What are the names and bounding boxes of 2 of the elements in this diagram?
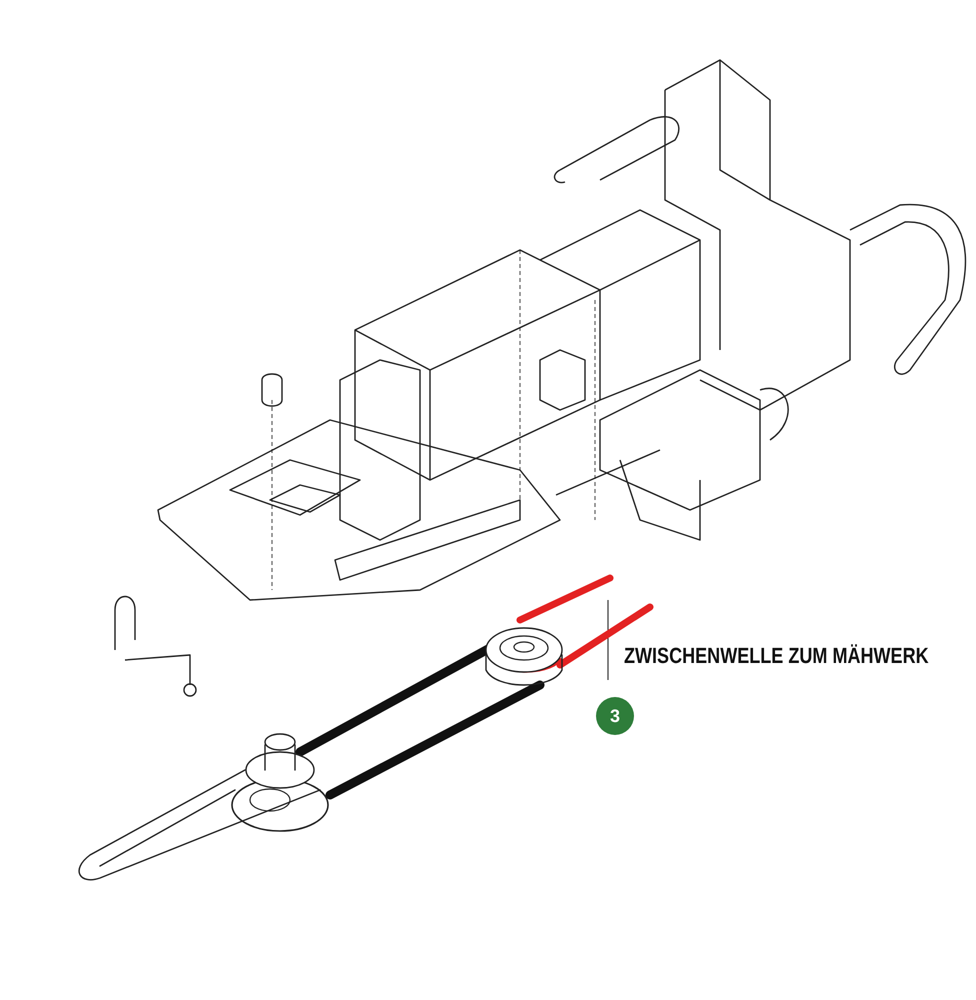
- part-label: ZWISCHENWELLE ZUM MÄHWERK: [624, 643, 929, 669]
- callout-number: 3: [596, 697, 634, 735]
